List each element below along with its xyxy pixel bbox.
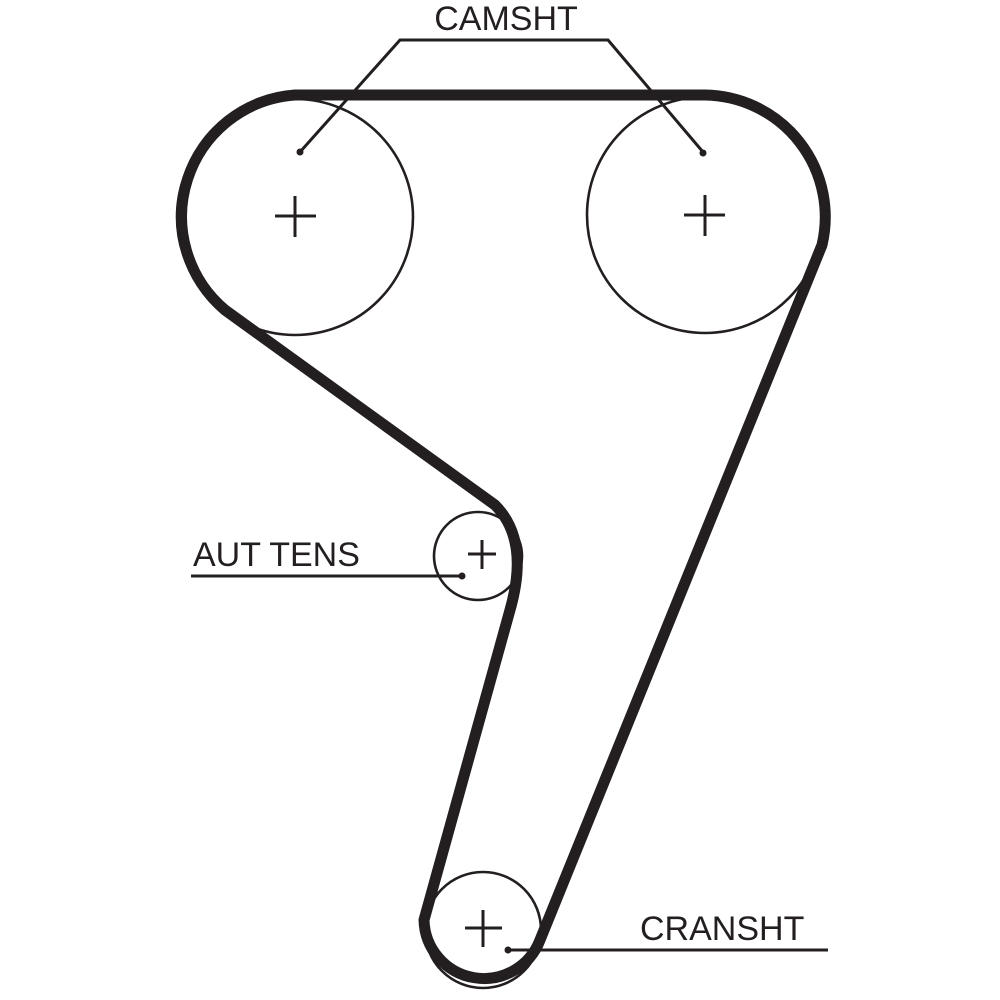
- camshaft-right-center-cross-icon: [684, 195, 725, 236]
- camshaft-right-leader-dot: [699, 149, 707, 157]
- camshaft-label: CAMSHT: [434, 0, 578, 38]
- tensioner-label: AUT TENS: [193, 536, 360, 574]
- crankshaft-leader-dot: [504, 946, 512, 954]
- tensioner-leader-dot: [458, 572, 466, 580]
- camshaft-left-center-cross-icon: [275, 196, 316, 237]
- auto-tensioner-center-cross-icon: [468, 540, 496, 569]
- camshaft-leader-line: [298, 38, 705, 153]
- camshaft-left-leader-dot: [296, 148, 304, 156]
- crankshaft-label: CRANSHT: [640, 910, 804, 948]
- timing-belt: [176, 89, 831, 984]
- crankshaft-center-cross-icon: [465, 910, 502, 947]
